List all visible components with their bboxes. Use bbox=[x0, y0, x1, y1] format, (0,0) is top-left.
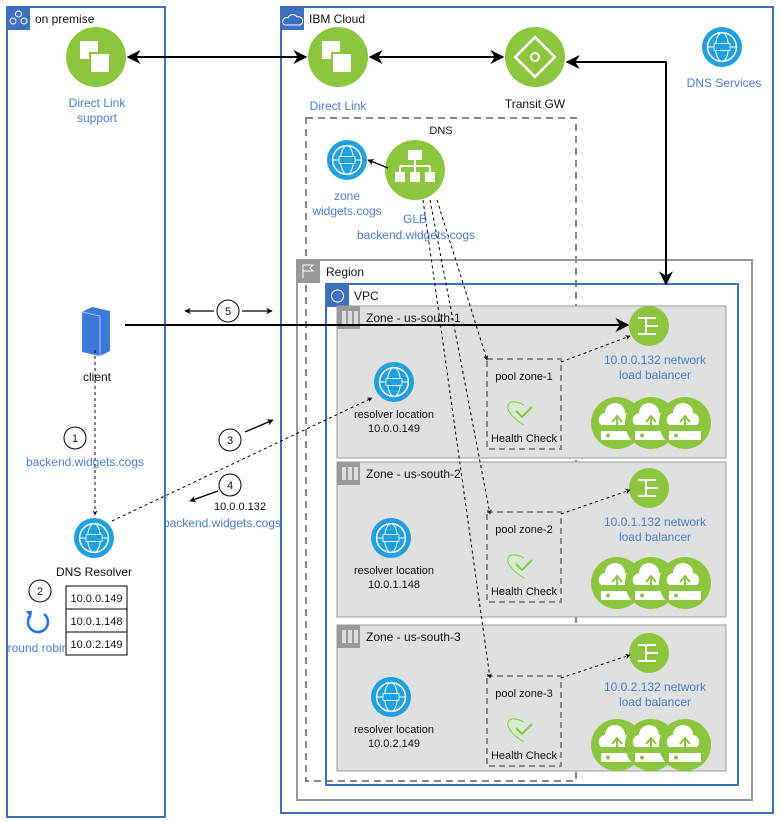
lb-label-2: load balancer bbox=[619, 530, 691, 544]
lb-label-2: load balancer bbox=[619, 695, 691, 709]
round-robin-icon bbox=[26, 611, 50, 634]
resolver-label: resolver location bbox=[354, 565, 434, 577]
health-check-icon bbox=[507, 401, 525, 426]
zone-label-1: zone bbox=[334, 189, 360, 203]
dns-services-icon bbox=[702, 27, 742, 67]
direct-link-icon bbox=[308, 27, 368, 87]
health-check-label: Health Check bbox=[491, 586, 558, 598]
on-premise-title: on premise bbox=[35, 12, 95, 26]
answer-name-label: backend.widgets.cogs bbox=[163, 516, 281, 530]
glb-icon bbox=[385, 140, 445, 200]
resolver-ip: 10.0.0.149 bbox=[368, 423, 420, 435]
pool-label: pool zone-2 bbox=[495, 524, 553, 536]
resolver-location-icon bbox=[371, 518, 411, 558]
health-check-label: Health Check bbox=[491, 750, 558, 762]
lb-label: 10.0.2.132 network bbox=[604, 680, 707, 694]
resolver-ip: 10.0.1.148 bbox=[368, 579, 420, 591]
zone-label-2: widgets.cogs bbox=[311, 204, 381, 218]
transit-gateway-icon bbox=[505, 27, 565, 87]
server-instance-icon bbox=[659, 397, 711, 449]
on-premise-container: on premise bbox=[6, 6, 166, 818]
lb-label-2: load balancer bbox=[619, 368, 691, 382]
vpc-container: VPC bbox=[325, 283, 739, 786]
vpc-title: VPC bbox=[354, 289, 379, 303]
dns-services-label: DNS Services bbox=[687, 76, 762, 90]
step-number: 4 bbox=[227, 480, 233, 492]
dns-title: DNS bbox=[429, 125, 452, 137]
step-number: 2 bbox=[37, 586, 43, 598]
people-icon bbox=[7, 7, 30, 30]
pool-box bbox=[486, 358, 562, 450]
pool-box bbox=[486, 675, 562, 767]
zone-1: Zone - us-south-1 resolver location 10.0.0… bbox=[336, 305, 727, 459]
direct-link-support-icon bbox=[66, 27, 126, 87]
glb-label: GLB bbox=[403, 212, 427, 226]
cloud-icon bbox=[281, 7, 304, 30]
lb-label: 10.0.0.132 network bbox=[604, 353, 707, 367]
round-robin-label: round robin bbox=[8, 641, 69, 655]
step-3-badge bbox=[218, 428, 242, 452]
dns-resolver-label: DNS Resolver bbox=[56, 565, 132, 579]
answer-ip-label: 10.0.0.132 bbox=[214, 501, 266, 513]
table-value: 10.0.2.149 bbox=[71, 639, 123, 651]
lb-label: 10.0.1.132 network bbox=[604, 515, 707, 529]
zone-dns-icon bbox=[327, 140, 367, 180]
ibm-cloud-container: IBM Cloud bbox=[280, 6, 774, 814]
step-4-badge bbox=[218, 473, 242, 497]
zone-2: Zone - us-south-2 resolver location 10.0.1… bbox=[336, 461, 727, 618]
resolver-label: resolver location bbox=[354, 724, 434, 736]
vpc-icon bbox=[326, 284, 349, 307]
resolver-table: 10.0.0.149 10.0.1.148 10.0.2.149 bbox=[65, 585, 128, 656]
region-title: Region bbox=[326, 265, 364, 279]
table-cell bbox=[65, 631, 128, 656]
connections bbox=[92, 50, 673, 679]
health-check-icon bbox=[507, 718, 525, 743]
transit-gw-label: Transit GW bbox=[505, 97, 566, 111]
pool-label: pool zone-3 bbox=[495, 688, 553, 700]
step-number: 5 bbox=[225, 306, 231, 318]
ibm-cloud-title: IBM Cloud bbox=[309, 12, 365, 26]
step-number: 3 bbox=[227, 435, 233, 447]
health-check-label: Health Check bbox=[491, 433, 558, 445]
resolver-ip: 10.0.2.149 bbox=[368, 738, 420, 750]
table-value: 10.0.0.149 bbox=[71, 593, 123, 605]
region-container: Region bbox=[296, 259, 753, 801]
client-label: client bbox=[83, 370, 112, 384]
glb-hostname: backend.widgets.cogs bbox=[357, 228, 475, 242]
step-number: 1 bbox=[72, 433, 78, 445]
health-check-icon bbox=[507, 554, 525, 579]
zone-3: Zone - us-south-3 resolver location 10.0.2… bbox=[336, 624, 727, 772]
step-2-badge bbox=[28, 579, 52, 603]
direct-link-support-label-1: Direct Link bbox=[69, 96, 127, 110]
resolver-label: resolver location bbox=[354, 409, 434, 421]
direct-link-support-label-2: support bbox=[77, 111, 118, 125]
client-server-icon bbox=[81, 307, 110, 356]
server-instance-icon bbox=[659, 557, 711, 609]
zone-title: Zone - us-south-2 bbox=[366, 467, 461, 481]
zone-title: Zone - us-south-3 bbox=[366, 630, 461, 644]
resolver-location-icon bbox=[374, 362, 414, 402]
step-5-badge bbox=[216, 299, 240, 323]
pool-label: pool zone-1 bbox=[495, 371, 553, 383]
resolver-location-icon bbox=[371, 677, 411, 717]
zone-title: Zone - us-south-1 bbox=[366, 311, 461, 325]
pool-box bbox=[486, 511, 562, 603]
server-instance-icon bbox=[659, 719, 711, 771]
direct-link-label: Direct Link bbox=[310, 99, 368, 113]
table-value: 10.0.1.148 bbox=[71, 616, 123, 628]
query-label: backend.widgets.cogs bbox=[26, 455, 144, 469]
step-1-badge bbox=[63, 426, 87, 450]
dns-resolver-icon bbox=[74, 518, 114, 558]
